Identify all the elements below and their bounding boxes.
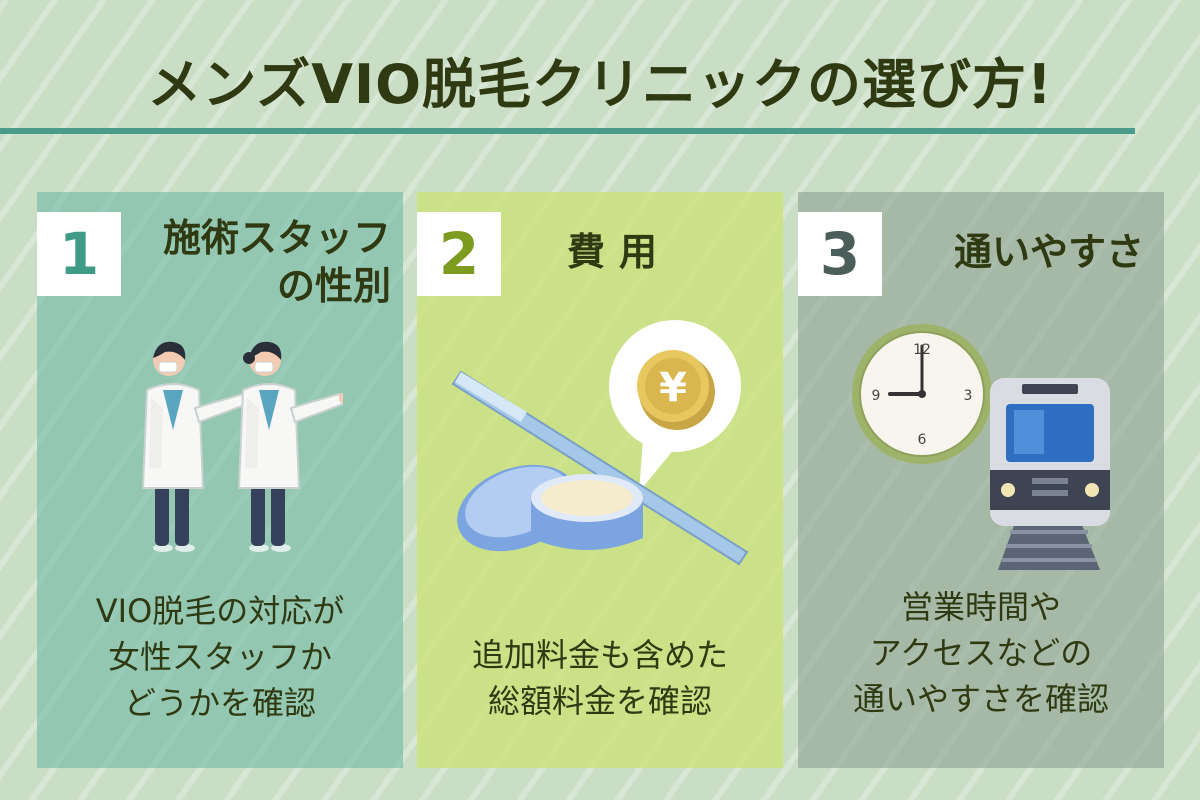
clock-numeral: 3: [964, 388, 973, 404]
card-description-line: 追加料金も含めた: [471, 636, 728, 674]
card-heading: 通いやすさ: [954, 228, 1144, 276]
staff-illustration: [141, 341, 343, 552]
cream-jar-icon: [457, 464, 643, 552]
card-number: 3: [798, 212, 882, 296]
page-title: メンズVIO脱毛クリニックの選び方!: [147, 53, 1053, 116]
clock-numeral: 9: [872, 388, 881, 404]
coin-symbol: ¥: [659, 365, 687, 411]
card-description: 営業時間や アクセスなどの 通いやすさを確認: [798, 584, 1164, 722]
card-description-line: 通いやすさを確認: [852, 680, 1109, 718]
clock-numeral: 6: [918, 432, 927, 448]
cost-illustration: ¥: [451, 320, 749, 566]
card-staff-gender: 1 施術スタッフ の性別: [37, 192, 403, 768]
card-cost: 2 費用 ¥ 追加料金も含めた 総額料金を確認: [417, 192, 783, 768]
train-icon: [990, 378, 1110, 570]
razor-icon: [451, 370, 749, 566]
card-heading: 費用: [567, 228, 671, 276]
card-heading: 施術スタッフ の性別: [163, 214, 391, 310]
title-underline: [0, 128, 1135, 134]
card-description-line: 女性スタッフか: [107, 638, 332, 676]
card-description-line: 総額料金を確認: [487, 682, 712, 720]
female-staff-right-icon: [237, 341, 343, 552]
card-description-line: VIO脱毛の対応が: [95, 592, 345, 630]
card-heading-line: 費用: [567, 230, 672, 274]
card-heading-line: の性別: [276, 264, 391, 308]
female-staff-left-icon: [141, 341, 255, 552]
card-access: 3 通いやすさ 12 3 6 9: [798, 192, 1164, 768]
clock-icon: 12 3 6 9: [852, 324, 992, 464]
card-number: 2: [417, 212, 501, 296]
access-illustration: 12 3 6 9: [852, 324, 1110, 570]
card-description-line: 営業時間や: [900, 588, 1061, 626]
card-number: 1: [37, 212, 121, 296]
card-heading-line: 通いやすさ: [953, 230, 1144, 274]
card-heading-line: 施術スタッフ: [162, 216, 391, 260]
card-description-line: アクセスなどの: [869, 634, 1093, 672]
card-description: 追加料金も含めた 総額料金を確認: [417, 632, 783, 724]
card-description-line: どうかを確認: [123, 684, 316, 722]
card-description: VIO脱毛の対応が 女性スタッフか どうかを確認: [37, 588, 403, 726]
yen-coin-icon: ¥: [637, 350, 715, 430]
